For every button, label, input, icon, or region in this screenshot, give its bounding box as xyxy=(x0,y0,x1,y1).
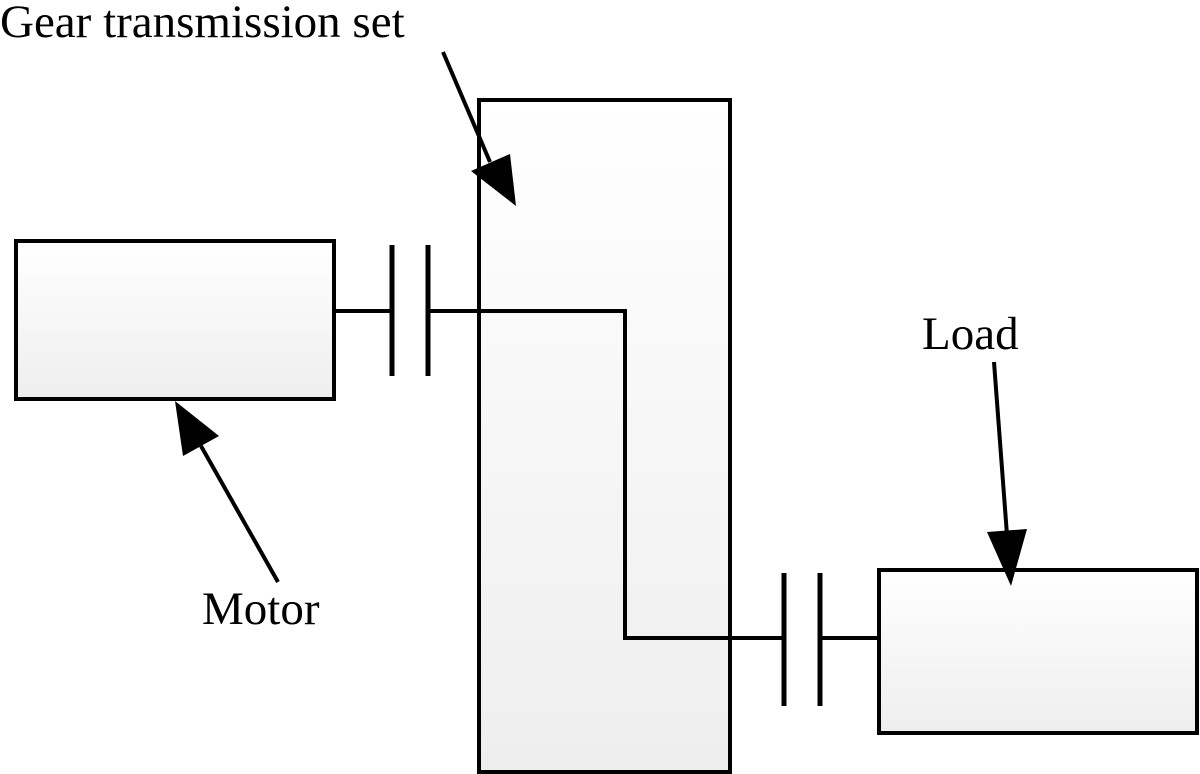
gear-transmission-block xyxy=(477,98,732,774)
motor-arrow xyxy=(175,401,280,583)
gear-set-label: Gear transmission set xyxy=(0,0,405,48)
load-label: Load xyxy=(922,308,1019,360)
motor-label: Motor xyxy=(202,583,320,635)
gear-set-arrow xyxy=(441,51,516,206)
motor-block xyxy=(14,239,336,401)
load-block xyxy=(877,568,1199,735)
load-arrow xyxy=(987,361,1027,586)
drive-shaft-path xyxy=(428,309,784,640)
